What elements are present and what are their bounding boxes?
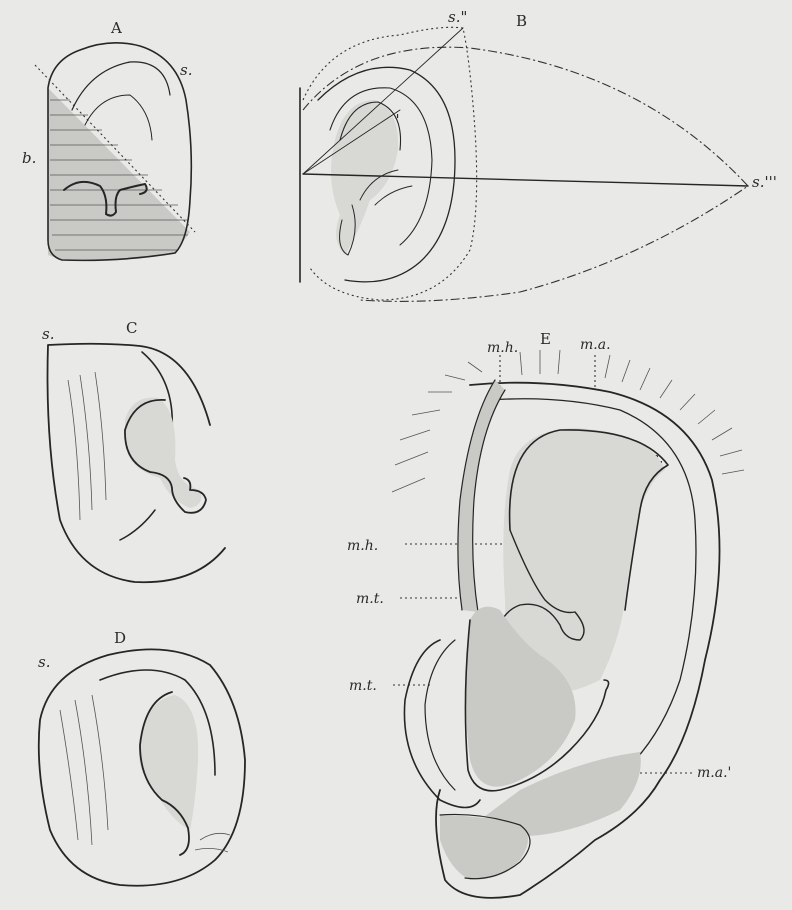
figure-e-tragus-inner [425, 640, 455, 790]
figure-e-lobule-shade [440, 815, 528, 880]
figure-b-concha [331, 100, 398, 255]
figure-e-caption: E [540, 330, 551, 348]
figure-b-label-s-triple: s.''' [752, 173, 777, 191]
figure-e-label-mh-mid: m.h. [347, 538, 378, 554]
figure-e-label-mt-lower: m.t. [349, 678, 377, 694]
figure-e-helix-band [458, 380, 505, 612]
figure-b: B s." s.' s.''' [300, 8, 777, 301]
figure-d: D s. [38, 629, 245, 886]
figure-c-concha [125, 398, 201, 508]
figure-d-label-s: s. [38, 653, 50, 671]
figure-e: E m.h. m.a. s. m.h. m.t. m.t. m.a.' [347, 330, 744, 898]
figure-c-hatching [68, 372, 106, 520]
figure-a: A s. b. [22, 19, 195, 260]
figure-a-helix-fold [72, 62, 170, 110]
figure-b-label-s-double: s." [448, 8, 467, 26]
figure-c: C s. [42, 319, 225, 582]
figure-a-shaded-region [48, 88, 190, 260]
figure-a-caption: A [110, 19, 122, 37]
figure-c-caption: C [126, 319, 137, 337]
figure-e-label-mh-top: m.h. [487, 340, 518, 356]
figure-e-label-mt-upper: m.t. [356, 591, 384, 607]
figure-e-label-ma-prime: m.a.' [697, 765, 731, 781]
figure-c-label-s: s. [42, 325, 54, 343]
figure-a-label-b: b. [22, 149, 36, 167]
figure-c-lobule-line [120, 510, 155, 540]
figure-b-caption: B [516, 12, 527, 30]
figure-a-label-s: s. [180, 61, 192, 79]
figure-d-caption: D [114, 629, 126, 647]
figure-a-inner-fold [85, 95, 152, 140]
figure-e-label-ma-top: m.a. [580, 337, 611, 353]
